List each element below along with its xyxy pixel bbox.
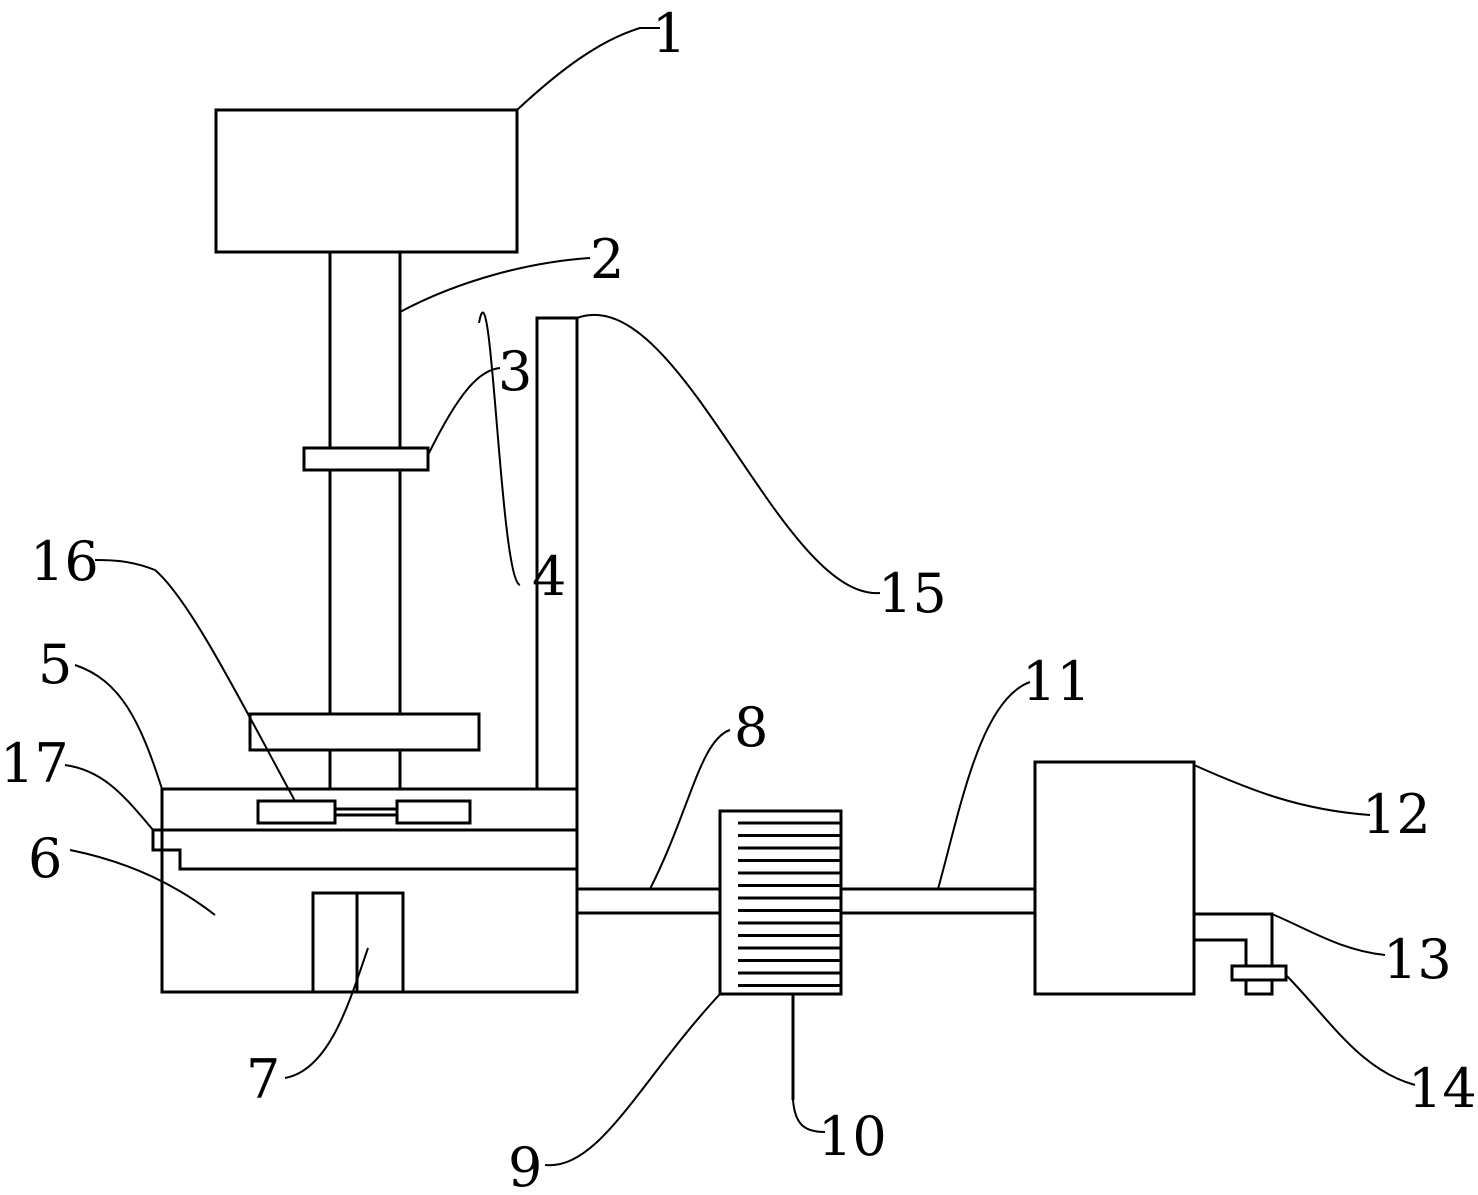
part-2-column — [328, 250, 402, 716]
part-14-valve-body — [1244, 978, 1274, 996]
label-4: 4 — [532, 545, 566, 608]
part-1-top-box — [214, 108, 519, 254]
leader-14 — [1285, 974, 1416, 1086]
label-2: 2 — [590, 228, 624, 291]
leader-9 — [544, 993, 721, 1167]
part-12-tank — [1033, 760, 1196, 996]
part-7-base-right — [355, 891, 405, 994]
part-13-spout — [1194, 912, 1274, 968]
label-10: 10 — [818, 1105, 887, 1168]
leader-4 — [478, 311, 521, 586]
part-14-valve — [1230, 964, 1288, 982]
part-4-slab — [248, 712, 481, 752]
label-1: 1 — [652, 2, 686, 65]
part-15-post — [535, 316, 579, 791]
label-16: 16 — [30, 530, 99, 593]
part-7-base-left — [311, 891, 359, 994]
leader-8 — [649, 729, 731, 890]
leader-1 — [516, 27, 660, 111]
label-9: 9 — [508, 1136, 542, 1195]
label-3: 3 — [498, 340, 532, 403]
leader-13 — [1271, 913, 1386, 956]
part-16-pad-left — [256, 799, 337, 825]
label-15: 15 — [878, 562, 947, 625]
leader-7 — [284, 947, 369, 1079]
part-17-channel — [151, 828, 577, 871]
part-11-pipe — [839, 887, 1037, 915]
label-8: 8 — [734, 696, 768, 759]
leader-2 — [399, 257, 591, 313]
label-7: 7 — [246, 1048, 280, 1111]
leader-15-line — [576, 314, 881, 595]
label-5: 5 — [38, 633, 72, 696]
label-14: 14 — [1408, 1057, 1477, 1120]
part-9-fins — [738, 821, 841, 987]
label-11: 11 — [1022, 650, 1091, 713]
leader-11 — [937, 681, 1031, 890]
leader-5 — [74, 664, 163, 790]
label-12: 12 — [1362, 783, 1431, 846]
leader-6 — [69, 849, 216, 916]
part-9-filter — [718, 809, 843, 996]
leader-16 — [94, 559, 296, 802]
leader-17 — [64, 764, 154, 831]
label-6: 6 — [28, 827, 62, 890]
part-3-collar — [302, 446, 430, 472]
part-8-pipe — [575, 887, 722, 915]
leader-3 — [427, 367, 501, 456]
leader-12 — [1193, 764, 1371, 816]
label-13: 13 — [1383, 928, 1452, 991]
label-17: 17 — [0, 732, 69, 795]
part-16-pad-right — [395, 799, 472, 825]
leader-10 — [792, 1099, 826, 1133]
